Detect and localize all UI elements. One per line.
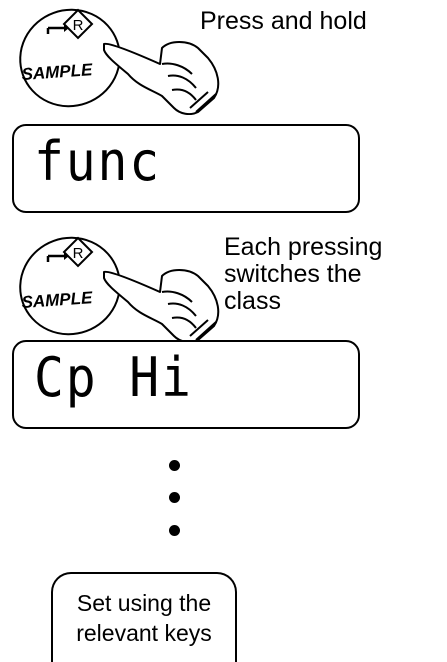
display-func: func — [12, 124, 360, 213]
sample-button-each-press: R SAMPLE — [19, 236, 220, 343]
sample-button-outline — [19, 8, 121, 108]
ellipsis-dot — [169, 460, 180, 471]
note-line: Set using the — [76, 590, 212, 616]
sample-button-outline — [19, 236, 121, 336]
caption-press-hold: Press and hold — [200, 8, 367, 35]
svg-text:R: R — [73, 245, 84, 262]
caption-each-press: Each pressing switches the class — [224, 234, 382, 315]
pointing-hand-icon — [103, 269, 220, 343]
recall-diamond-icon: R — [46, 236, 94, 268]
display-text: Cp Hi — [34, 346, 193, 409]
svg-text:R: R — [73, 17, 84, 34]
caption-line: Each pressing — [224, 233, 383, 261]
caption-line: class — [224, 287, 281, 315]
pointing-hand-icon — [103, 41, 220, 115]
note-box: Set using the relevant keys — [51, 572, 237, 662]
note-line: relevant keys — [76, 620, 212, 646]
ellipsis-dot — [169, 492, 180, 503]
ellipsis-dot — [169, 525, 180, 536]
caption-line: Press and hold — [200, 7, 367, 35]
display-text: func — [34, 130, 162, 193]
sample-button-press-hold: R SAMPLE — [19, 8, 220, 115]
sample-button-label: SAMPLE — [21, 288, 94, 312]
caption-line: switches the — [224, 260, 362, 288]
sample-button-label: SAMPLE — [21, 60, 94, 84]
recall-diamond-icon: R — [46, 8, 94, 40]
display-cp-hi: Cp Hi — [12, 340, 360, 429]
